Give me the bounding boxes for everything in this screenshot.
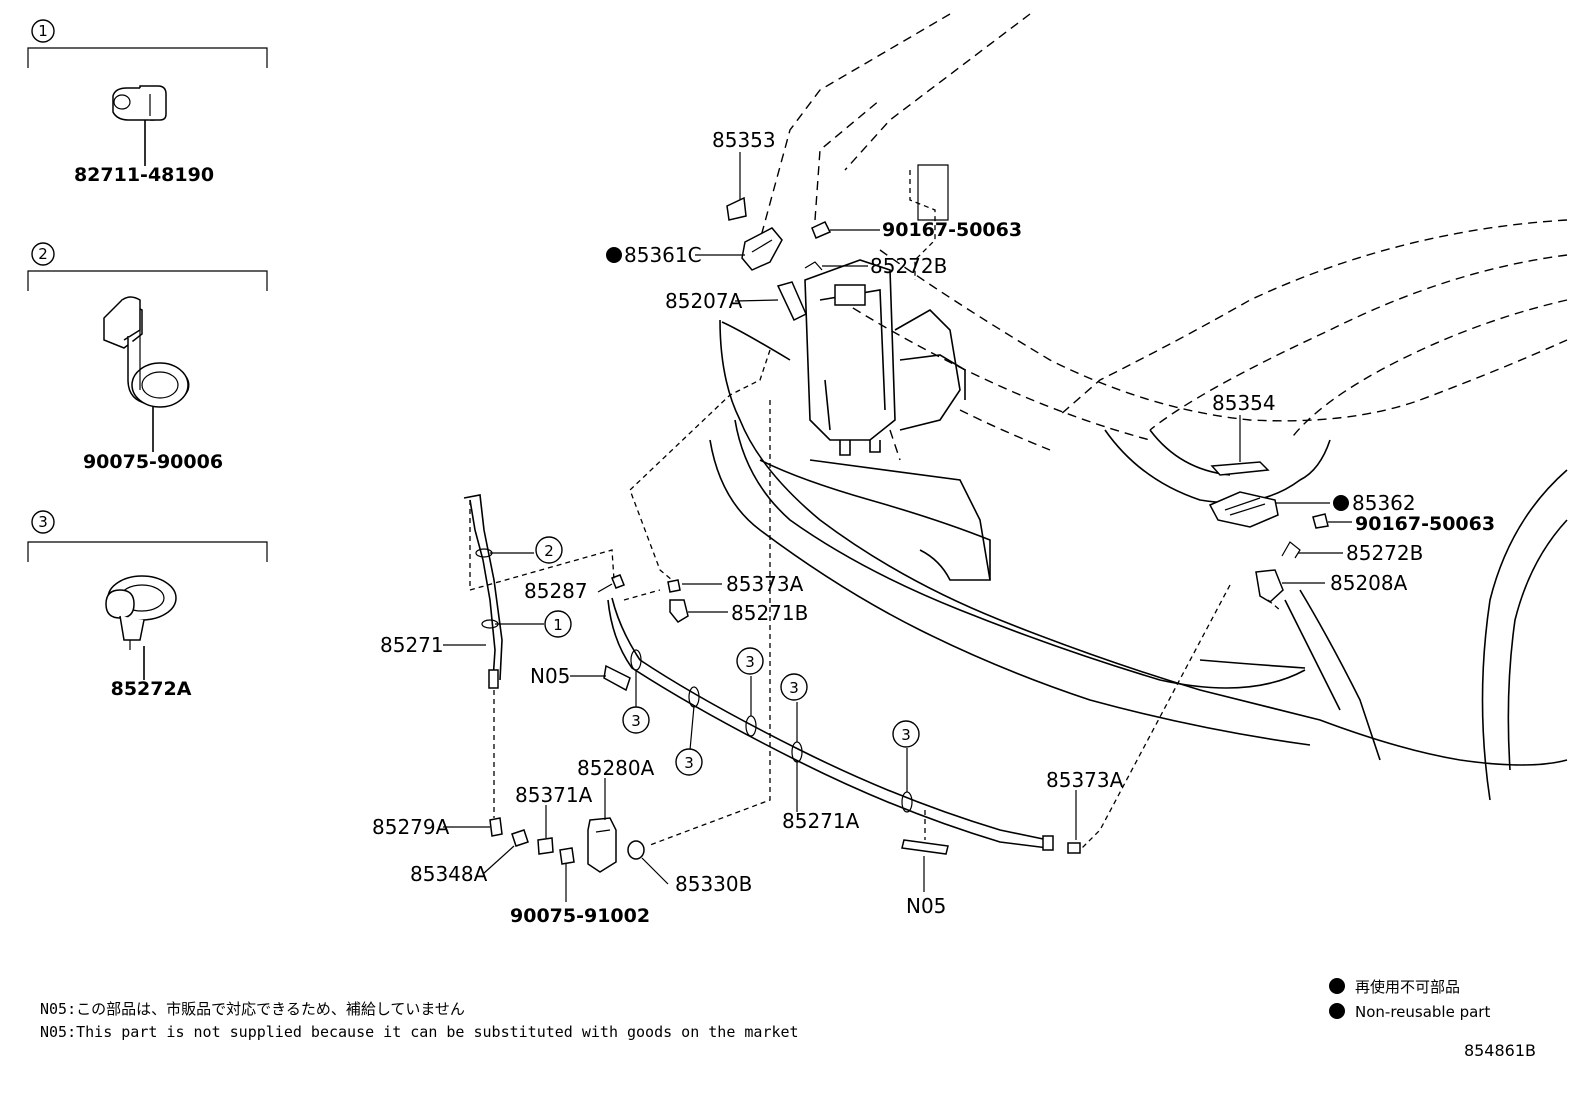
hose-N05-left-icon bbox=[603, 664, 631, 692]
hose-85371A-icon bbox=[537, 837, 554, 855]
label-85330B: 85330B bbox=[675, 872, 752, 896]
washer-tank bbox=[804, 164, 966, 456]
label-85287: 85287 bbox=[524, 579, 588, 603]
marker-3: 3 bbox=[789, 679, 799, 697]
cover-85353-icon bbox=[726, 196, 747, 221]
clamp-85272A-icon bbox=[105, 575, 177, 650]
joint-85348A-icon bbox=[511, 829, 529, 847]
connector-85373A-right-icon bbox=[1067, 842, 1081, 854]
joint-85271B-icon bbox=[669, 599, 689, 623]
pump-assembly bbox=[489, 817, 645, 873]
group-2: 2 90075-90006 bbox=[27, 242, 268, 473]
bumper-outline bbox=[709, 319, 1568, 801]
nozzle-85362-icon bbox=[1208, 491, 1279, 528]
marker-1: 1 bbox=[553, 616, 563, 634]
left-nozzle bbox=[726, 196, 832, 322]
group-3-marker-label: 3 bbox=[38, 513, 48, 531]
label-90167-50063-a: 90167-50063 bbox=[882, 219, 1022, 241]
label-85280A: 85280A bbox=[577, 756, 655, 780]
legend-dot bbox=[1329, 1003, 1345, 1019]
hose-85271-end bbox=[488, 669, 499, 689]
clamp-90075-icon bbox=[103, 296, 190, 408]
grommet-90075-91002-icon bbox=[559, 847, 575, 865]
marker-3: 3 bbox=[631, 712, 641, 730]
group-1: 1 82711-48190 bbox=[27, 19, 268, 186]
nozzle-85208A-icon bbox=[1255, 569, 1284, 603]
group-3-bracket bbox=[27, 541, 268, 562]
right-nozzle bbox=[1208, 461, 1329, 603]
label-85361C: 85361C bbox=[624, 243, 702, 267]
nozzle-85207A-icon bbox=[776, 281, 807, 322]
label-N05-left: N05 bbox=[530, 664, 570, 688]
screw-90167-a-icon bbox=[811, 221, 832, 239]
label-N05-bottom: N05 bbox=[906, 894, 946, 918]
label-85208A: 85208A bbox=[1330, 571, 1408, 595]
reference-markers: 2 1 3 3 3 3 3 bbox=[535, 536, 920, 776]
part-85272A: 85272A bbox=[111, 678, 192, 700]
group-2-marker bbox=[31, 242, 55, 266]
label-85271: 85271 bbox=[380, 633, 444, 657]
note-n05-japanese: N05:この部品は、市販品で対応できるため、補給していません bbox=[40, 1000, 465, 1018]
legend-dot bbox=[1329, 978, 1345, 994]
label-90167-50063-b: 90167-50063 bbox=[1355, 513, 1495, 535]
legend-japanese: 再使用不可部品 bbox=[1355, 978, 1460, 996]
connector-85373A-top-icon bbox=[667, 579, 681, 593]
marker-2: 2 bbox=[544, 542, 554, 560]
non-reusable-dot bbox=[606, 247, 622, 263]
callout-labels: 85353 85361C 90167-50063 85272B 85207A 8… bbox=[372, 128, 1495, 927]
group-3-marker bbox=[31, 510, 55, 534]
label-85373A-right: 85373A bbox=[1046, 768, 1124, 792]
group-2-marker-label: 2 bbox=[38, 245, 48, 263]
group-3: 3 85272A bbox=[27, 510, 268, 700]
grommet-85330B-icon bbox=[627, 840, 645, 860]
label-90075-91002: 90075-91002 bbox=[510, 905, 650, 927]
check-valve-85279A-icon bbox=[489, 817, 503, 837]
screw-90167-b-icon bbox=[1312, 513, 1329, 529]
connector-85287-icon bbox=[611, 574, 625, 589]
label-85272B-right: 85272B bbox=[1346, 541, 1423, 565]
clamp-82711-icon bbox=[112, 85, 167, 121]
non-reusable-dot bbox=[1333, 495, 1349, 511]
label-85371A: 85371A bbox=[515, 783, 593, 807]
group-1-bracket bbox=[27, 47, 268, 68]
diagram-code: 854861B bbox=[1464, 1041, 1536, 1060]
label-85207A: 85207A bbox=[665, 289, 743, 313]
cover-85354-icon bbox=[1210, 461, 1270, 476]
marker-3: 3 bbox=[745, 653, 755, 671]
part-90075-90006: 90075-90006 bbox=[83, 451, 223, 473]
label-85373A-top: 85373A bbox=[726, 572, 804, 596]
part-82711-48190: 82711-48190 bbox=[74, 164, 214, 186]
label-85271B: 85271B bbox=[731, 601, 808, 625]
pump-85280A-icon bbox=[587, 817, 617, 873]
marker-3: 3 bbox=[684, 754, 694, 772]
label-85271A: 85271A bbox=[782, 809, 860, 833]
note-n05-english: N05:This part is not supplied because it… bbox=[40, 1023, 799, 1041]
marker-3: 3 bbox=[901, 726, 911, 744]
vehicle-outline bbox=[759, 13, 1568, 461]
group-1-marker-label: 1 bbox=[38, 22, 48, 40]
label-85279A: 85279A bbox=[372, 815, 450, 839]
label-85348A: 85348A bbox=[410, 862, 488, 886]
label-85354: 85354 bbox=[1212, 391, 1276, 415]
label-85353: 85353 bbox=[712, 128, 776, 152]
legend-english: Non-reusable part bbox=[1355, 1003, 1490, 1021]
label-85362: 85362 bbox=[1352, 491, 1416, 515]
hoses bbox=[463, 494, 1081, 855]
group-2-bracket bbox=[27, 270, 268, 291]
footnotes: N05:この部品は、市販品で対応できるため、補給していません N05:This … bbox=[40, 1000, 799, 1041]
hose-N05-bottom-icon bbox=[901, 839, 949, 855]
group-1-marker bbox=[31, 19, 55, 43]
label-85272B-top: 85272B bbox=[870, 254, 947, 278]
dashed-connectors bbox=[469, 349, 1281, 851]
legend: 再使用不可部品 Non-reusable part bbox=[1329, 978, 1490, 1021]
nozzle-85361C-icon bbox=[741, 227, 783, 271]
leader-lines bbox=[443, 152, 1352, 902]
